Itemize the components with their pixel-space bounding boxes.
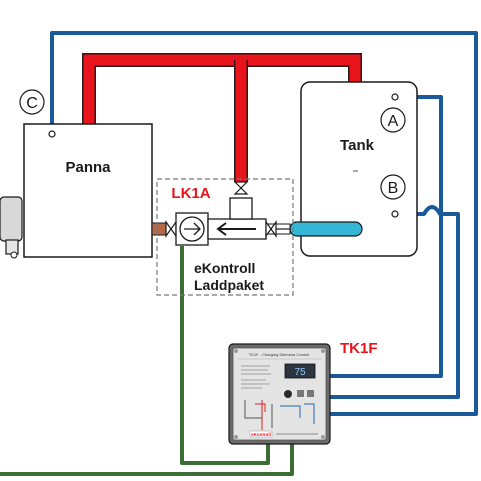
boiler: Panna: [23, 123, 153, 258]
controller-button-1[interactable]: [297, 390, 304, 397]
sensor-c-marker: C: [19, 89, 45, 115]
controller-knob[interactable]: [284, 390, 292, 398]
charging-kit: [165, 181, 290, 246]
point-a-label: A: [388, 113, 399, 130]
controller-button-2[interactable]: [307, 390, 314, 397]
valve-top: [233, 181, 249, 195]
charging-kit-box: [156, 178, 294, 296]
valve-left: [165, 220, 177, 238]
flow-arrow-icon: [216, 222, 256, 236]
burner-unit: [0, 196, 23, 259]
controller-brand: eKontroll: [251, 432, 271, 437]
supply-pipe: [82, 53, 362, 182]
sensor-port-c: [48, 130, 56, 138]
power-wire-pump: [180, 246, 270, 465]
power-wires: [0, 246, 294, 476]
controller-display: [284, 363, 316, 379]
controller-display-value: 75: [294, 367, 306, 378]
sensor-port-a: [391, 93, 399, 101]
kit-name-line1: eKontroll: [194, 260, 255, 276]
point-b-label: B: [388, 180, 399, 197]
controller-unit: TK1F - Charging Dilemma Control 75: [228, 343, 331, 445]
kit-name-line2: Laddpaket: [194, 277, 264, 293]
sensor-wire-c: [50, 31, 478, 416]
tank-label: Tank: [340, 137, 375, 154]
power-wire-mains: [0, 440, 294, 476]
boiler-outlet-pipe: [151, 222, 167, 236]
sensor-wire-a: [330, 95, 443, 378]
valve-right: [265, 220, 277, 238]
kit-code-label: LK1A: [171, 185, 210, 202]
controller-code-label: TK1F: [340, 340, 378, 357]
tank: Tank A B: [300, 81, 418, 257]
sensor-wire-b: [330, 205, 460, 399]
boiler-label: Panna: [65, 159, 111, 176]
sensor-port-b: [391, 210, 399, 218]
sensor-wires: [50, 31, 478, 416]
controller-header: TK1F - Charging Dilemma Control: [249, 352, 310, 357]
point-c-label: C: [26, 95, 38, 112]
